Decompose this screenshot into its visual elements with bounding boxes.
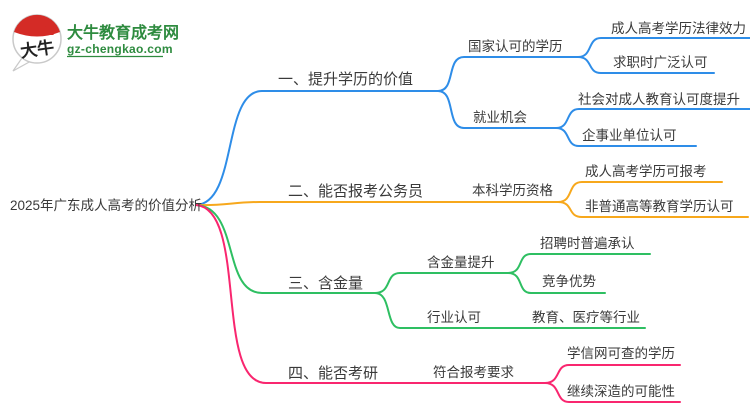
node-branch3-child1: 行业认可 — [427, 310, 481, 325]
leaf-branch3-child1-0: 教育、医疗等行业 — [532, 309, 640, 325]
branch4-trunk-line — [195, 204, 546, 384]
branch2-leaf0-line — [557, 181, 723, 203]
node-branch3-child0: 含金量提升 — [427, 255, 495, 270]
leaf-branch4-child0-0: 学信网可查的学历 — [567, 346, 675, 361]
root-node-label: 2025年广东成人高考的价值分析 — [10, 197, 202, 213]
branch3-child1-line — [374, 292, 646, 329]
leaf-branch1-child1-1: 企事业单位认可 — [582, 127, 677, 143]
branch1-child1-line — [437, 90, 557, 129]
branch1-leaf11-line — [555, 127, 697, 147]
leaf-branch3-child0-0: 招聘时普遍承认 — [540, 236, 635, 251]
leaf-branch2-child0-0: 成人高考学历可报考 — [585, 163, 707, 179]
branch1-connectors — [195, 37, 750, 206]
leaf-branch1-child0-1: 求职时广泛认可 — [613, 55, 708, 70]
node-branch4-child0: 符合报考要求 — [433, 365, 514, 380]
branch1-leaf00-line — [577, 37, 750, 58]
leaf-branch2-child0-1: 非普通高等教育学历认可 — [585, 198, 734, 214]
branch3-child0-line — [374, 272, 509, 294]
branch1-child0-line — [437, 56, 579, 92]
branch1-trunk-line — [195, 90, 439, 206]
node-branch2: 二、能否报考公务员 — [288, 183, 423, 200]
node-branch4: 四、能否考研 — [288, 365, 378, 382]
branch4-leaf1-line — [544, 382, 681, 403]
logo-url: gz-chengkao.com — [67, 42, 173, 56]
node-branch1-child0: 国家认可的学历 — [468, 38, 563, 54]
branch3-leaf00-line — [507, 253, 651, 274]
node-branch1: 一、提升学历的价值 — [278, 71, 413, 88]
node-branch2-child0: 本科学历资格 — [472, 183, 553, 198]
branch3-trunk-line — [195, 204, 376, 294]
branch2-leaf1-line — [557, 201, 749, 218]
site-logo: 大牛 大牛教育成考网 gz-chengkao.com — [12, 14, 179, 72]
leaf-branch1-child0-0: 成人高考学历法律效力 — [611, 20, 746, 36]
logo-seal-icon — [45, 26, 54, 35]
branch1-leaf01-line — [577, 56, 715, 74]
branch4-connectors — [195, 204, 681, 403]
branch3-connectors — [195, 204, 651, 329]
leaf-branch4-child0-1: 继续深造的可能性 — [567, 384, 675, 399]
mindmap-labels: 2025年广东成人高考的价值分析 一、提升学历的价值 国家认可的学历 成人高考学… — [10, 20, 746, 399]
node-branch3: 三、含金量 — [288, 275, 363, 292]
logo-mark-text: 大牛 — [19, 37, 55, 62]
node-branch1-child1: 就业机会 — [473, 110, 527, 125]
leaf-branch1-child1-0: 社会对成人教育认可度提升 — [578, 92, 740, 107]
branch1-leaf10-line — [555, 108, 750, 129]
branch4-leaf0-line — [544, 364, 681, 384]
logo-title: 大牛教育成考网 — [67, 23, 179, 42]
branch2-trunk-line — [195, 201, 559, 207]
leaf-branch3-child0-1: 竞争优势 — [542, 273, 596, 289]
branch2-connectors — [195, 181, 749, 218]
branch3-leaf01-line — [507, 272, 606, 294]
